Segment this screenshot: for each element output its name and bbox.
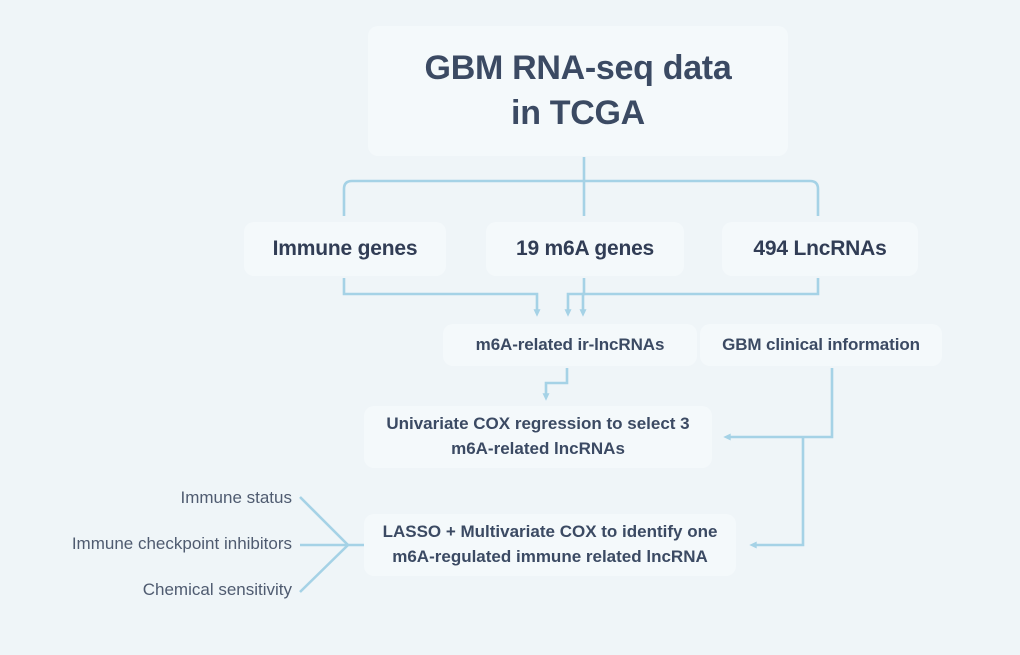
node-m6a-genes-label: 19 m6A genes	[515, 237, 655, 260]
connector-lncrna-to-irlnc	[579, 278, 820, 317]
node-m6a-genes: 19 m6A genes	[486, 222, 684, 276]
node-m6a-related-ir-lncrnas: m6A-related ir-lncRNAs	[443, 324, 697, 366]
connector-clinical-to-univariate	[723, 368, 834, 441]
title-line-1: GBM RNA-seq data	[424, 49, 732, 88]
node-gbm-clinical-information-label: GBM clinical information	[722, 335, 920, 354]
label-immune-checkpoint-inhibitors: Immune checkpoint inhibitors	[71, 534, 292, 553]
label-chemical-sensitivity: Chemical sensitivity	[142, 580, 292, 599]
node-lncrnas-label: 494 LncRNAs	[753, 237, 887, 260]
connector-immune-status-to-lasso	[299, 496, 349, 546]
node-title: GBM RNA-seq data in TCGA	[368, 26, 788, 156]
node-lasso-multivariate-cox-line-1: LASSO + Multivariate COX to identify one	[382, 522, 718, 542]
label-immune-status: Immune status	[180, 488, 293, 507]
node-immune-genes: Immune genes	[244, 222, 446, 276]
node-univariate-cox: Univariate COX regression to select 3 m6…	[364, 406, 712, 468]
connector-clinical-to-lasso	[749, 437, 805, 549]
node-lasso-multivariate-cox: LASSO + Multivariate COX to identify one…	[364, 514, 736, 576]
node-immune-genes-label: Immune genes	[272, 237, 418, 260]
node-lasso-multivariate-cox-line-2: m6A-regulated immune related lncRNA	[392, 547, 708, 566]
title-line-2: in TCGA	[511, 94, 645, 132]
node-univariate-cox-line-2: m6A-related lncRNAs	[451, 439, 625, 458]
connector-irlnc-to-univariate	[542, 368, 569, 401]
node-lncrnas: 494 LncRNAs	[722, 222, 918, 276]
node-m6a-related-ir-lncrnas-label: m6A-related ir-lncRNAs	[475, 335, 665, 354]
connector-m6a-to-irlnc	[564, 278, 586, 317]
connector-immune-to-irlnc	[342, 278, 541, 317]
connector-top-bracket	[342, 179, 820, 216]
node-univariate-cox-line-1: Univariate COX regression to select 3	[386, 414, 690, 434]
node-gbm-clinical-information: GBM clinical information	[700, 324, 942, 366]
connector-chemical-to-lasso	[299, 544, 349, 593]
